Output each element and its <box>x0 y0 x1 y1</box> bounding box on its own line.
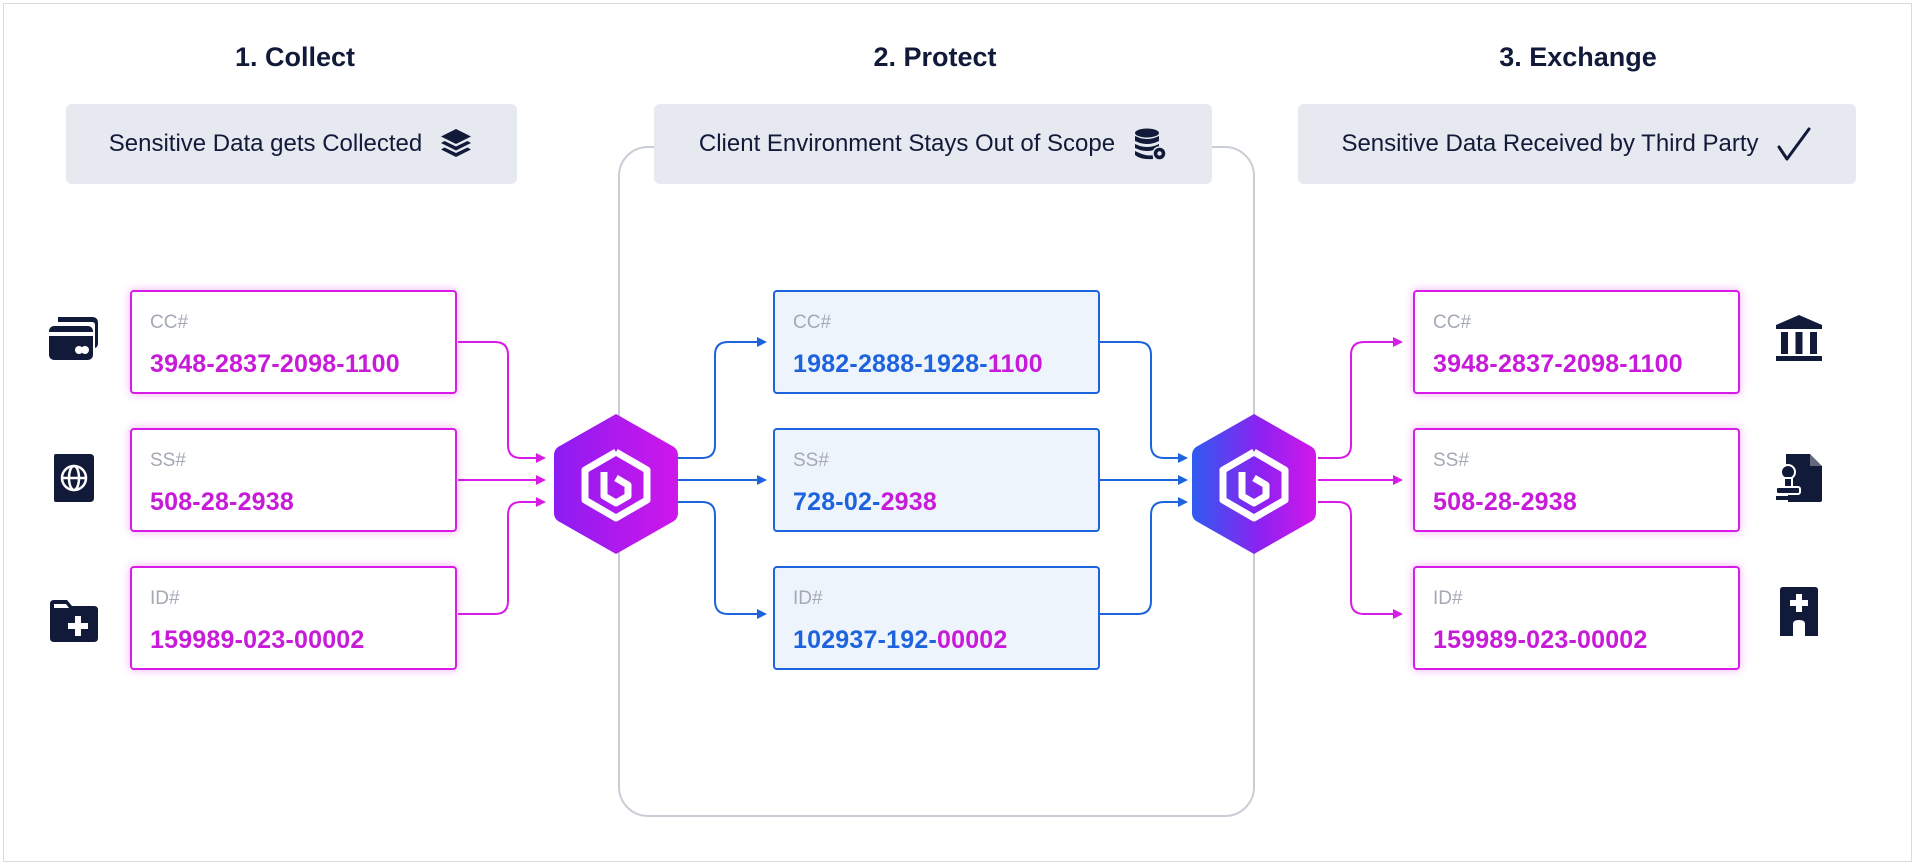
collect-card-id: ID# 159989-023-00002 <box>130 566 457 670</box>
card-value: 1982-2888-1928-1100 <box>793 350 1098 378</box>
arrow-protect-cc <box>678 337 767 459</box>
banner-protect: Client Environment Stays Out of Scope <box>654 104 1212 184</box>
banner-collect-text: Sensitive Data gets Collected <box>108 130 423 157</box>
card-value: 508-28-2938 <box>1433 488 1577 516</box>
banner-collect: Sensitive Data gets Collected <box>66 104 517 184</box>
card-label: ID# <box>1433 588 1463 609</box>
layers-icon <box>441 129 472 157</box>
arrow-exchange-cc <box>1318 337 1403 459</box>
bank-icon <box>1776 315 1822 361</box>
card-label: CC# <box>150 312 189 333</box>
protect-card-cc: CC# 1982-2888-1928-1100 <box>773 290 1100 394</box>
arrow-protect-id <box>678 501 767 619</box>
passport-icon <box>54 454 94 502</box>
column-title-protect: 2. Protect <box>873 42 997 72</box>
arrow-collect-cc <box>458 341 546 463</box>
card-value: 728-02-2938 <box>793 488 1098 516</box>
exchange-card-ss: SS# 508-28-2938 <box>1413 428 1740 532</box>
tokenize-hub <box>554 414 678 554</box>
card-label: ID# <box>793 588 823 609</box>
card-value: 508-28-2938 <box>150 488 294 516</box>
check-icon <box>1777 127 1811 161</box>
column-title-exchange: 3. Exchange <box>1499 42 1657 72</box>
card-label: SS# <box>793 450 829 471</box>
preserved-part: 1100 <box>987 350 1043 378</box>
detokenize-hub <box>1192 414 1316 554</box>
card-label: SS# <box>1433 450 1469 471</box>
exchange-card-id: ID# 159989-023-00002 <box>1413 566 1740 670</box>
hospital-icon <box>1780 587 1818 636</box>
arrow-collect-id <box>458 497 546 615</box>
medical-folder-icon <box>50 600 98 642</box>
banner-exchange: Sensitive Data Received by Third Party <box>1298 104 1856 184</box>
arrow-exchange-id <box>1318 501 1403 619</box>
card-value: 3948-2837-2098-1100 <box>150 350 400 378</box>
card-label: CC# <box>1433 312 1472 333</box>
stamped-document-icon <box>1775 454 1822 502</box>
database-shield-icon <box>1135 128 1167 161</box>
tokenized-part: 102937-192- <box>793 626 937 654</box>
card-value: 102937-192-00002 <box>793 626 1098 654</box>
collect-card-ss: SS# 508-28-2938 <box>130 428 457 532</box>
arrow-detok-cc <box>1100 341 1188 463</box>
vault-logo-icon <box>581 448 651 522</box>
collect-card-cc: CC# 3948-2837-2098-1100 <box>130 290 457 394</box>
banner-protect-text: Client Environment Stays Out of Scope <box>698 130 1116 157</box>
protect-card-id: ID# 102937-192-00002 <box>773 566 1100 670</box>
card-label: ID# <box>150 588 180 609</box>
exchange-card-cc: CC# 3948-2837-2098-1100 <box>1413 290 1740 394</box>
protect-card-ss: SS# 728-02-2938 <box>773 428 1100 532</box>
card-label: CC# <box>793 312 832 333</box>
preserved-part: 00002 <box>937 626 1008 654</box>
card-value: 159989-023-00002 <box>1433 626 1648 654</box>
credit-cards-icon <box>49 317 98 360</box>
banner-exchange-text: Sensitive Data Received by Third Party <box>1341 130 1759 157</box>
arrow-detok-id <box>1100 497 1188 615</box>
vault-logo-icon <box>1219 448 1289 522</box>
card-value: 3948-2837-2098-1100 <box>1433 350 1683 378</box>
tokenized-part: 1982-2888-1928- <box>793 350 988 378</box>
tokenized-part: 728-02- <box>793 488 881 516</box>
card-value: 159989-023-00002 <box>150 626 365 654</box>
card-label: SS# <box>150 450 186 471</box>
preserved-part: 2938 <box>880 488 937 516</box>
column-title-collect: 1. Collect <box>234 42 356 72</box>
